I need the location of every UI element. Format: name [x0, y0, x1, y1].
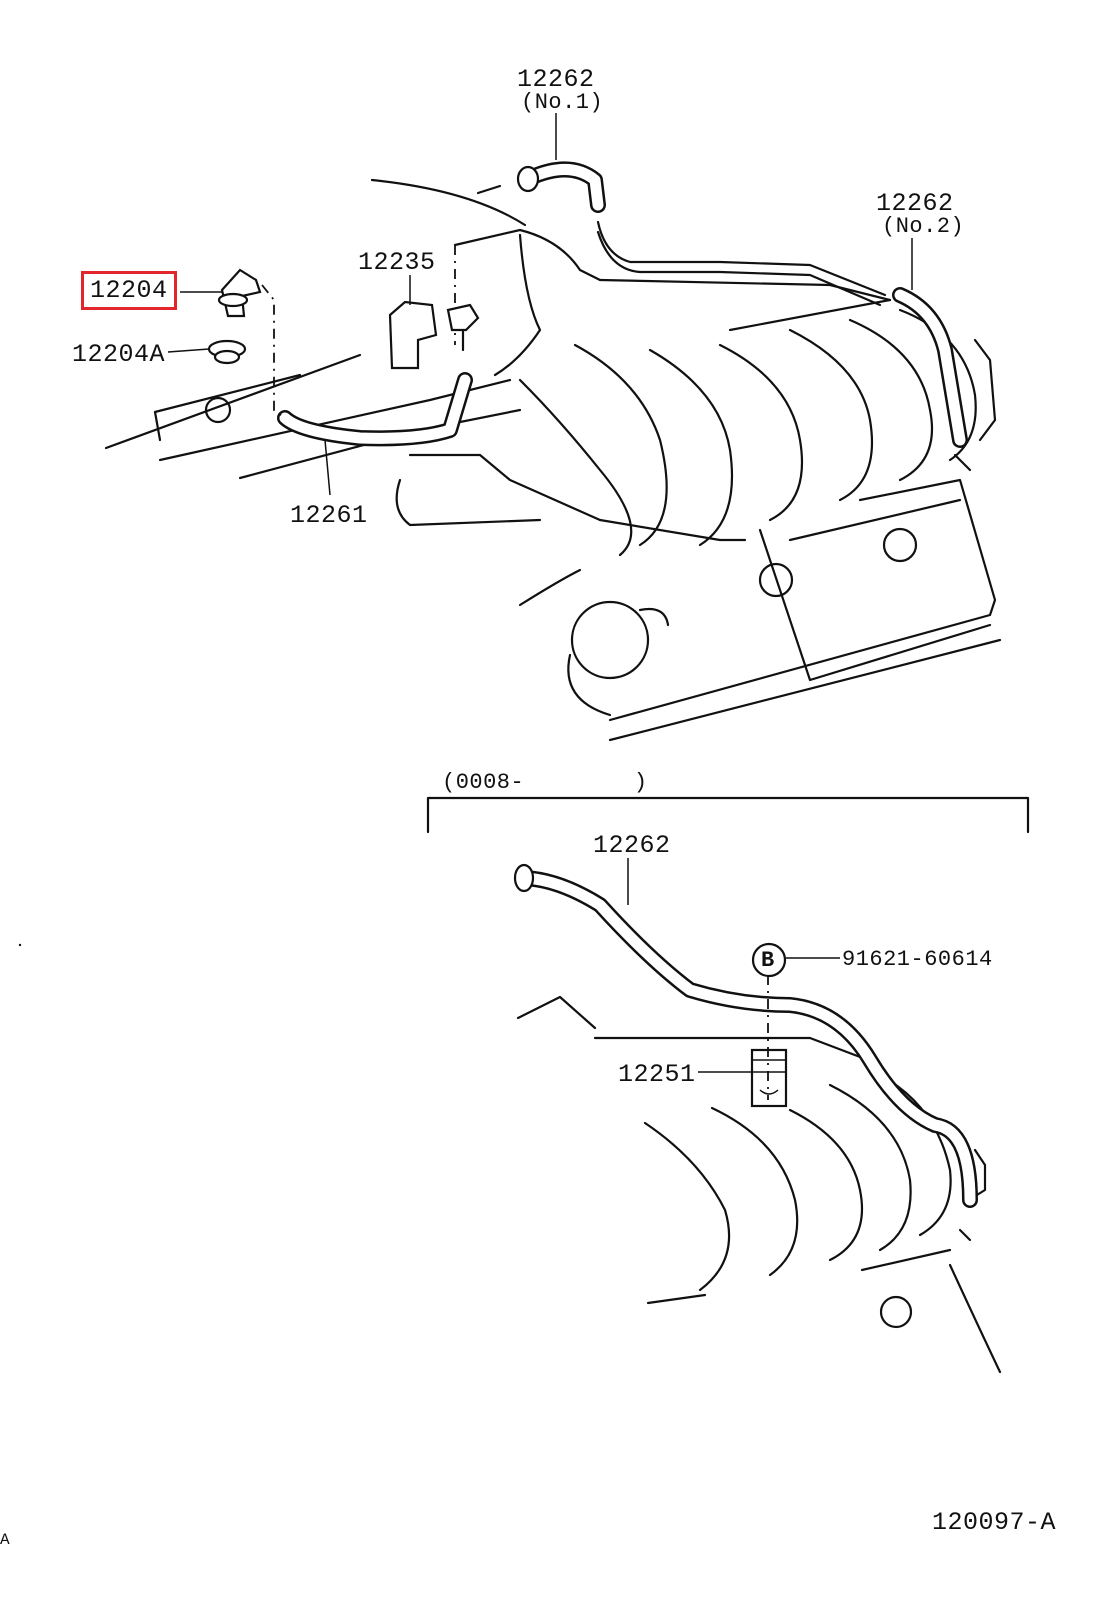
label-12262-no1[interactable]: 12262 [517, 65, 595, 94]
label-12261[interactable]: 12261 [290, 501, 368, 530]
label-12204-highlighted[interactable]: 12204 [81, 271, 177, 310]
label-12262-lower[interactable]: 12262 [593, 831, 671, 860]
clamp-12251 [750, 1048, 788, 1108]
hose-12262-no1 [516, 161, 887, 307]
label-12251[interactable]: 12251 [618, 1060, 696, 1089]
label-12262-no2[interactable]: 12262 [876, 189, 954, 218]
lower-leader-lines [627, 858, 840, 1100]
label-12235[interactable]: 12235 [358, 248, 436, 277]
hose-12261 [261, 284, 473, 447]
range-bracket-label: (0008- ) [442, 770, 648, 795]
corner-mark: A [0, 1531, 11, 1549]
label-91621-60614[interactable]: 91621-60614 [842, 947, 993, 972]
range-bracket-line [426, 796, 1030, 834]
bolt-b-letter: B [761, 948, 775, 973]
stray-dot [18, 943, 22, 947]
bolt-b-symbol [751, 942, 787, 978]
upper-engine-outline [104, 178, 1002, 742]
grommet-12204a [207, 339, 247, 365]
pcv-valve-12204 [217, 268, 262, 318]
hose-12262-lower [513, 863, 978, 1208]
label-12262-no1-sub: (No.1) [521, 90, 604, 115]
figure-code: 120097-A [932, 1508, 1057, 1537]
label-12262-no2-sub: (No.2) [882, 214, 965, 239]
upper-leader-lines [167, 113, 913, 496]
vsv-12235 [388, 300, 480, 370]
lower-engine-outline [516, 995, 1002, 1374]
label-12204a[interactable]: 12204A [72, 340, 166, 369]
hose-12262-no2 [892, 287, 997, 472]
